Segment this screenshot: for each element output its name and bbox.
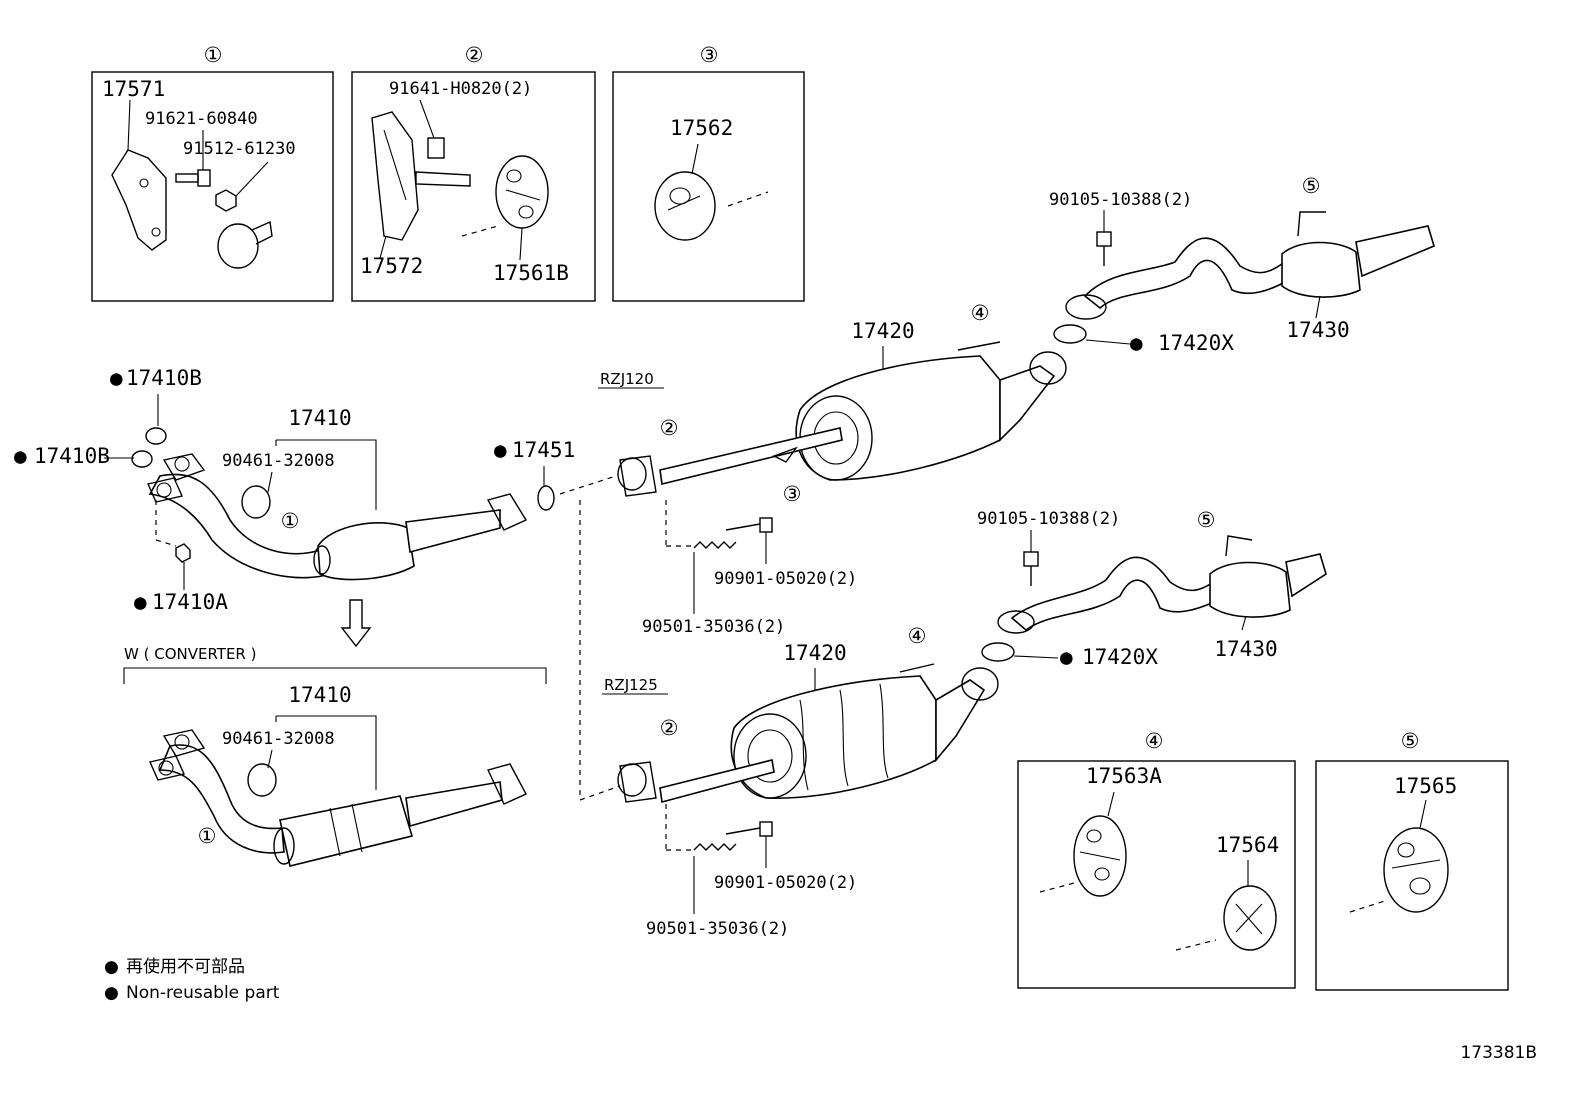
front-pipe: ● 17410B ● 17410B 17410 90461-32008 ① ● … xyxy=(14,366,621,801)
non-reusable-mark: ● xyxy=(14,444,27,468)
part-91512-label: 91512-61230 xyxy=(183,139,296,159)
figure-code: 173381B xyxy=(1460,1043,1537,1063)
part-90501-upper-label: 90501-35036(2) xyxy=(642,617,785,637)
bolt-90105-upper-drawing xyxy=(1096,210,1112,266)
part-17420x-upper-label: 17420X xyxy=(1158,331,1234,355)
variant-ref-1: ① xyxy=(198,824,217,848)
detail-ref-2: ② xyxy=(465,43,484,67)
part-17420-upper-label: 17420 xyxy=(851,319,914,343)
part-17420x-lower-label: 17420X xyxy=(1082,645,1158,669)
part-90461-variant-label: 90461-32008 xyxy=(222,729,335,749)
hanger-17562-drawing xyxy=(654,143,769,241)
part-17410-variant-label: 17410 xyxy=(288,683,351,707)
bolt-90105-lower-drawing xyxy=(1023,530,1039,586)
part-17572-label: 17572 xyxy=(360,254,423,278)
legend: ● 再使用不可部品 ● Non-reusable part xyxy=(104,956,280,1003)
hanger-17565-drawing xyxy=(1349,799,1449,913)
detail-box-5: ⑤ 17565 xyxy=(1315,729,1509,991)
legend-text-jp: 再使用不可部品 xyxy=(126,956,245,977)
bracket-17572-drawing xyxy=(371,111,471,259)
detail-ref-1: ① xyxy=(204,43,223,67)
muffler-upper-ref-2: ② xyxy=(660,416,679,440)
part-90105-lower-label: 90105-10388(2) xyxy=(977,509,1120,529)
tailpipe-lower: ⑤ 90105-10388(2) 17430 xyxy=(977,508,1327,661)
part-17564-label: 17564 xyxy=(1216,833,1279,857)
detail-ref-4: ④ xyxy=(1145,729,1164,753)
part-17420-lower-label: 17420 xyxy=(783,641,846,665)
non-reusable-mark: ● xyxy=(494,438,507,462)
nut-91512-drawing xyxy=(215,161,269,212)
part-17410a-label: 17410A xyxy=(152,590,228,614)
legend-bullet-en: ● xyxy=(104,983,119,1003)
hanger-17563a-drawing xyxy=(1039,791,1127,897)
legend-bullet-jp: ● xyxy=(104,957,119,977)
part-17561b-label: 17561B xyxy=(493,261,569,285)
converter-variant: W ( CONVERTER ) 17410 90461-32008 ① xyxy=(123,599,547,867)
tailpipe-lower-ref: ⑤ xyxy=(1197,508,1216,532)
muffler-lower-ref: ④ xyxy=(908,624,927,648)
detail-box-3: ③ 17562 xyxy=(612,43,805,302)
non-reusable-mark: ● xyxy=(1130,331,1143,355)
muffler-upper-ref: ④ xyxy=(971,301,990,325)
hanger-17564-drawing xyxy=(1175,860,1277,951)
hanger-17561b-drawing xyxy=(461,155,549,261)
detail-ref-3: ③ xyxy=(700,43,719,67)
bolt-91621-drawing xyxy=(175,130,211,187)
legend-text-en: Non-reusable part xyxy=(126,983,280,1003)
bracket-17571-drawing xyxy=(111,99,167,251)
part-17451-label: 17451 xyxy=(512,438,575,462)
part-91641-label: 91641-H0820(2) xyxy=(389,79,532,99)
clamp-drawing xyxy=(217,220,273,269)
part-91621-label: 91621-60840 xyxy=(145,109,258,129)
detail-ref-5: ⑤ xyxy=(1401,729,1420,753)
non-reusable-mark: ● xyxy=(134,590,147,614)
part-90105-upper-label: 90105-10388(2) xyxy=(1049,190,1192,210)
part-17430-lower-label: 17430 xyxy=(1214,637,1277,661)
part-17562-label: 17562 xyxy=(670,116,733,140)
part-90901-upper-label: 90901-05020(2) xyxy=(714,569,857,589)
muffler-lower-ref-2: ② xyxy=(660,716,679,740)
tailpipe-upper-ref: ⑤ xyxy=(1302,174,1321,198)
detail-box-1: ① 17571 91621-60840 91512-61230 xyxy=(91,43,334,302)
part-17410-label: 17410 xyxy=(288,406,351,430)
variant-label: W ( CONVERTER ) xyxy=(124,645,256,663)
part-90901-lower-label: 90901-05020(2) xyxy=(714,873,857,893)
part-90501-lower-label: 90501-35036(2) xyxy=(646,919,789,939)
part-17430-upper-label: 17430 xyxy=(1286,318,1349,342)
part-17571-label: 17571 xyxy=(102,77,165,101)
part-17563a-label: 17563A xyxy=(1086,764,1162,788)
model-rzj125: RZJ125 xyxy=(604,676,658,694)
tailpipe-upper: ⑤ 90105-10388(2) 17430 xyxy=(1049,174,1435,342)
muffler-upper: ④ 17420 RZJ120 ② ③ ● 17420X 90901-05020(… xyxy=(598,301,1234,637)
part-90461-label: 90461-32008 xyxy=(222,451,335,471)
front-pipe-ref-1: ① xyxy=(281,509,300,533)
part-17410b-left-label: 17410B xyxy=(34,444,110,468)
detail-box-2: ② 91641-H0820(2) 17572 17561B xyxy=(351,43,596,302)
bolt-91641-drawing xyxy=(419,99,445,159)
muffler-upper-ref-3: ③ xyxy=(783,482,802,506)
part-17565-label: 17565 xyxy=(1394,774,1457,798)
part-17410b-top-label: 17410B xyxy=(126,366,202,390)
muffler-lower: ④ 17420 RZJ125 ② ● 17420X 90901-05020(2)… xyxy=(602,624,1158,939)
detail-box-4: ④ 17563A 17564 xyxy=(1017,729,1296,989)
model-rzj120: RZJ120 xyxy=(600,370,654,388)
non-reusable-mark: ● xyxy=(110,366,123,390)
non-reusable-mark: ● xyxy=(1060,645,1073,669)
